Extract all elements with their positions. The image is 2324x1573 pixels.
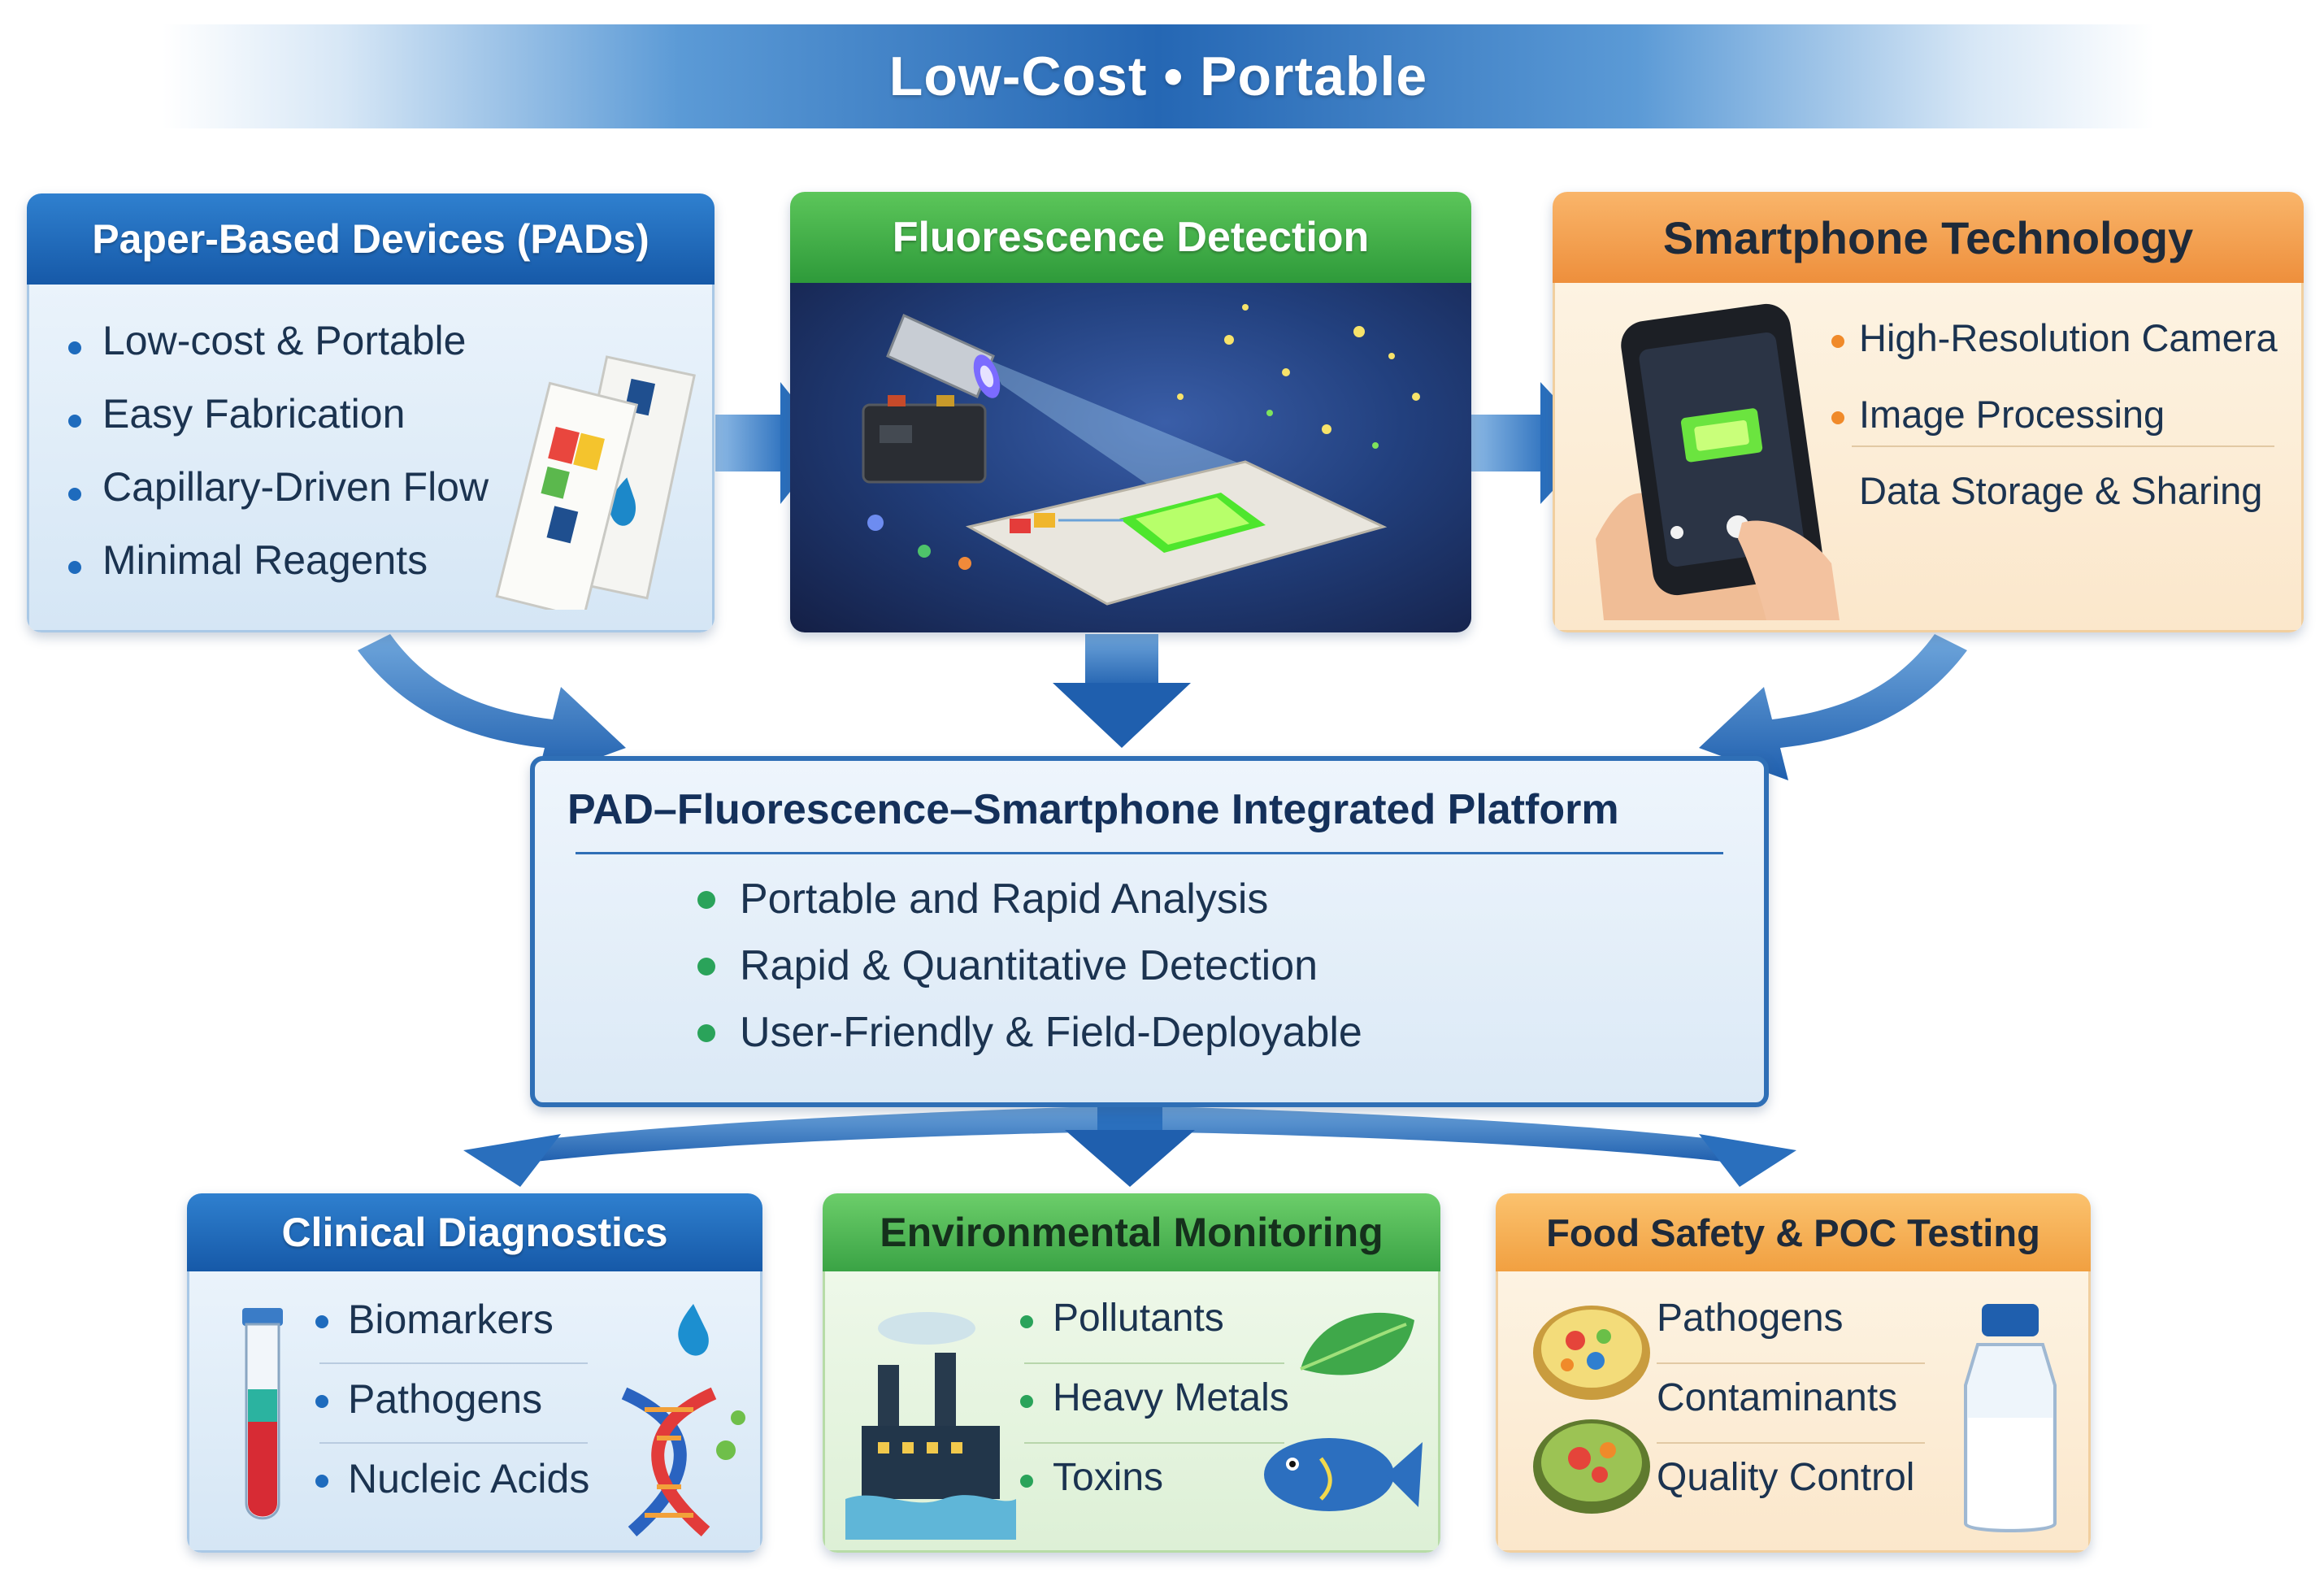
list-item: Biomarkers [315,1296,589,1375]
pads-title: Paper-Based Devices (PADs) [92,216,649,262]
smartphone-list: High-Resolution Camera Image Processing … [1831,315,2278,545]
list-item: Data Storage & Sharing [1859,469,2263,512]
list-item: Image Processing [1831,392,2278,468]
divider [1024,1362,1284,1364]
divider [1852,445,2274,447]
fluorescence-illustration [790,283,1471,632]
platform-title: PAD–Fluorescence–Smartphone Integrated P… [567,786,1619,833]
list-item: High-Resolution Camera [1831,315,2278,392]
smartphone-title: Smartphone Technology [1662,211,2194,263]
list-item: Easy Fabrication [68,390,489,463]
smartphone-panel: Smartphone Technology High-Resolution Ca… [1553,192,2304,632]
food-header: Food Safety & POC Testing [1496,1193,2091,1271]
list-item: Capillary-Driven Flow [68,463,489,537]
fluorescence-panel: Fluorescence Detection [790,192,1471,632]
milk-bottle-icon [1964,1304,2057,1532]
petri-dish-icon [1533,1306,1650,1514]
list-item: Rapid & Quantitative Detection [697,941,1362,1008]
pads-panel: Paper-Based Devices (PADs) Low-cost & Po… [27,193,715,632]
smartphone-body: High-Resolution Camera Image Processing … [1553,283,2304,632]
arrow-icon [358,634,626,780]
fluorescence-title: Fluorescence Detection [892,214,1370,261]
water-drop-icon [609,477,636,526]
list-item: Minimal Reagents [68,537,489,610]
divider [319,1362,588,1364]
clinical-body: Biomarkers Pathogens Nucleic Acids [187,1271,762,1553]
banner-title: Low-Cost • Portable [888,46,1428,107]
food-list: Pathogens Contaminants Quality Control [1657,1296,1914,1535]
leaf-icon [1300,1312,1414,1375]
list-item: Nucleic Acids [315,1455,589,1535]
paper-strip-icon [495,355,696,610]
list-item: Heavy Metals [1020,1375,1289,1455]
divider [1657,1442,1925,1444]
arrow-icon [1053,634,1191,748]
integrated-platform-panel: PAD–Fluorescence–Smartphone Integrated P… [530,756,1769,1107]
smartphone-header: Smartphone Technology [1553,192,2304,283]
environmental-header: Environmental Monitoring [823,1193,1440,1271]
food-title: Food Safety & POC Testing [1546,1210,2040,1254]
sparkle-decoration [1177,304,1420,434]
fluorescence-header: Fluorescence Detection [790,192,1471,283]
list-item: Portable and Rapid Analysis [697,875,1362,941]
water-drop-icon [678,1304,709,1356]
dna-icon [621,1304,745,1537]
list-item: Toxins [1020,1455,1289,1535]
flashlight-icon [886,313,1001,399]
clinical-list: Biomarkers Pathogens Nucleic Acids [315,1296,589,1535]
clinical-header: Clinical Diagnostics [187,1193,762,1271]
battery-icon [862,395,987,484]
list-item: Low-cost & Portable [68,317,489,390]
pads-header: Paper-Based Devices (PADs) [27,193,715,285]
environmental-list: Pollutants Heavy Metals Toxins [1020,1296,1289,1535]
pads-body: Low-cost & Portable Easy Fabrication Cap… [27,285,715,632]
divider [576,852,1723,854]
platform-list: Portable and Rapid Analysis Rapid & Quan… [697,875,1362,1075]
food-body: Pathogens Contaminants Quality Control [1496,1271,2091,1553]
clinical-panel: Clinical Diagnostics Biomarkers Pathogen… [187,1193,762,1553]
list-item: Quality Control [1657,1456,1915,1499]
food-panel: Food Safety & POC Testing Pathogens Cont… [1496,1193,2091,1553]
test-tube-icon [242,1308,283,1520]
smartphone-icon [1596,303,1840,620]
paper-chip-icon [965,460,1388,606]
factory-icon [845,1312,1016,1540]
arrow-icon [1699,634,1967,780]
list-item: User-Friendly & Field-Deployable [697,1008,1362,1075]
list-item: Pathogens [315,1375,589,1455]
top-banner: Low-Cost • Portable [163,24,2154,128]
environmental-body: Pollutants Heavy Metals Toxins [823,1271,1440,1553]
list-item: Contaminants [1657,1376,1898,1419]
divider [1657,1362,1925,1364]
fish-icon [1264,1438,1423,1511]
environmental-panel: Environmental Monitoring Pollutants Heav… [823,1193,1440,1553]
divider [319,1442,588,1444]
clinical-title: Clinical Diagnostics [281,1210,668,1255]
arrow-icon [463,1102,1796,1187]
fluorescence-scene [862,304,1420,606]
pads-list: Low-cost & Portable Easy Fabrication Cap… [68,317,489,610]
divider [1024,1442,1284,1444]
list-item: Pathogens [1657,1297,1844,1340]
environmental-title: Environmental Monitoring [880,1210,1384,1255]
list-item: Pollutants [1020,1296,1289,1375]
